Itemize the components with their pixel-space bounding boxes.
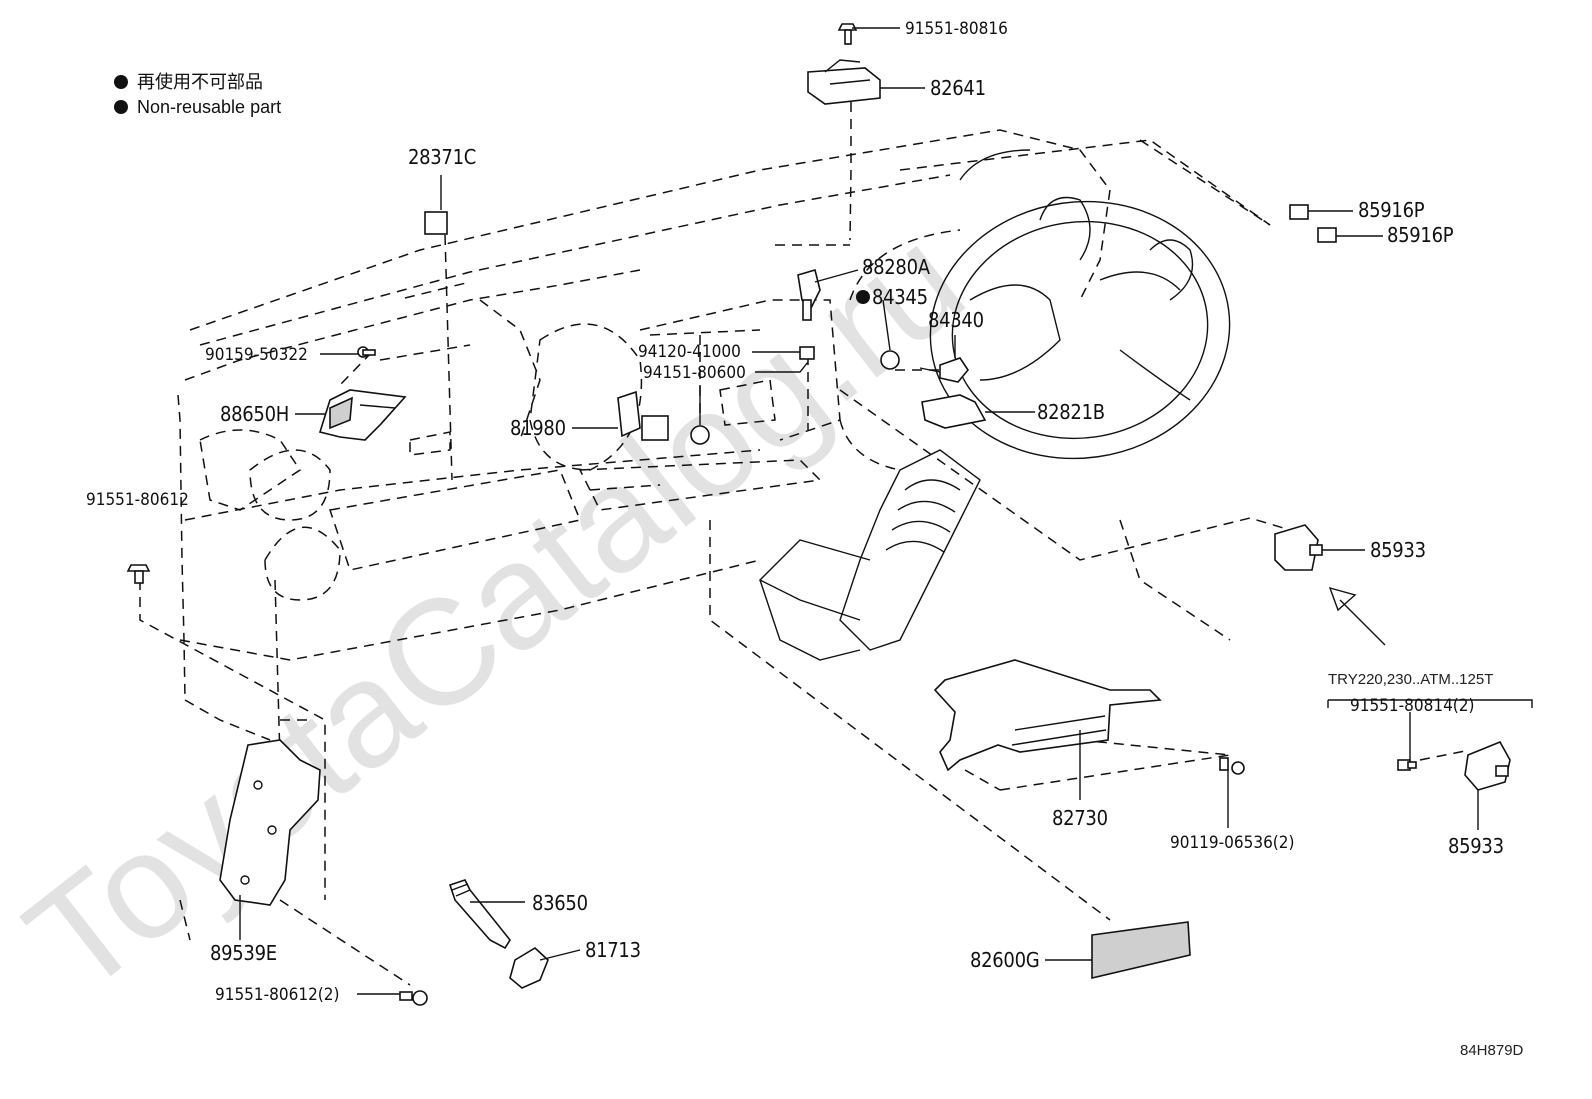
legend-jp: 再使用不可部品 (137, 72, 263, 92)
bolt-91551-80612 (126, 564, 151, 584)
cover-82821B (921, 394, 987, 429)
label-91551-80612: 91551-80612 (86, 490, 189, 510)
label-91551-80816: 91551-80816 (905, 19, 1008, 39)
label-84345: 84345 (872, 285, 928, 309)
relay-81980 (617, 390, 669, 441)
label-plate-82600G (1091, 921, 1191, 980)
label-90159-50322: 90159-50322 (205, 345, 308, 365)
legend: 再使用不可部品 Non-reusable part (114, 72, 281, 117)
pin-83650 (448, 879, 511, 950)
label-82641: 82641 (930, 76, 986, 100)
watermark: ToyotaCatalog.ru (0, 195, 993, 1026)
label-94120-41000: 94120-41000 (638, 342, 741, 362)
label-81713: 81713 (585, 938, 641, 962)
label-82730: 82730 (1052, 806, 1108, 830)
label-condition: TRY220,230..ATM..125T (1328, 671, 1493, 688)
label-85916P-b: 85916P (1387, 223, 1454, 247)
part-82641 (807, 59, 881, 105)
module-88650H (318, 389, 407, 441)
label-85933-b: 85933 (1448, 834, 1504, 858)
leader-lines (239, 27, 1533, 995)
connector-85916P-a (1289, 204, 1309, 220)
switch-84340 (919, 357, 969, 383)
clip-81713 (509, 947, 549, 989)
relay-28371C (424, 211, 448, 235)
label-28371C: 28371C (408, 145, 476, 169)
label-91551-80814: 91551-80814(2) (1350, 696, 1474, 716)
bracket-89539E (219, 739, 321, 906)
label-84340: 84340 (928, 308, 984, 332)
nut-94151-80600 (690, 425, 710, 445)
sensor-85933-b (1464, 740, 1511, 791)
connector-85916P-b (1317, 227, 1337, 243)
label-88650H: 88650H (220, 402, 289, 426)
bolt-90119-06536 (1219, 757, 1245, 775)
label-83650: 83650 (532, 891, 588, 915)
legend-bullet-icon (114, 100, 128, 114)
projection-lines (139, 102, 1471, 986)
non-reusable-marker-icon (856, 290, 870, 304)
label-88280A: 88280A (862, 255, 931, 279)
callout-labels: 91551-80816 82641 28371C 85916P 85916P 8… (86, 19, 1524, 1059)
label-85933-a: 85933 (1370, 538, 1426, 562)
label-82600G: 82600G (970, 948, 1039, 972)
label-85916P-a: 85916P (1358, 198, 1425, 222)
direction-arrow (1328, 586, 1386, 646)
label-90119-06536: 90119-06536(2) (1170, 833, 1294, 853)
bolt-91551-80612-2 (399, 990, 428, 1006)
ecu-82730 (933, 659, 1162, 772)
legend-bullet-icon (114, 75, 128, 89)
screw-90159-50322 (357, 346, 376, 358)
bolt-91551-80814 (1397, 759, 1417, 771)
steering-wheel (929, 149, 1231, 460)
clip-94120-41000 (799, 346, 815, 360)
label-82821B: 82821B (1037, 400, 1105, 424)
sensor-85933-a (1274, 524, 1323, 571)
label-91551-80612-2: 91551-80612(2) (215, 985, 339, 1005)
bolt-91551-80816 (837, 23, 858, 45)
legend-en: Non-reusable part (137, 97, 281, 117)
sensor-88280A (797, 268, 821, 321)
label-81980: 81980 (510, 416, 566, 440)
grommet-84345 (880, 350, 900, 370)
label-89539E: 89539E (210, 941, 277, 965)
diagram-code: 84H879D (1460, 1042, 1524, 1059)
steering-column (758, 449, 981, 661)
label-94151-80600: 94151-80600 (643, 363, 746, 383)
dashboard-outline (177, 129, 1231, 941)
